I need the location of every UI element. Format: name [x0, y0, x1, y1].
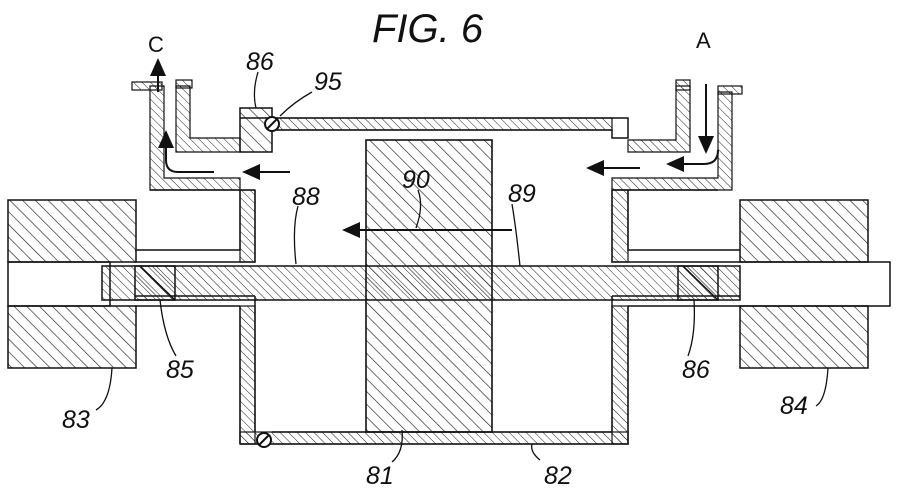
leader-lines [95, 71, 829, 463]
label-C: C [148, 32, 164, 57]
outlet-duct [131, 79, 241, 191]
label-A: A [696, 28, 711, 53]
seal-block-86 [239, 107, 273, 153]
bearing-86 [677, 265, 719, 301]
label-83: 83 [62, 406, 90, 434]
bearing-85 [134, 265, 176, 301]
label-84: 84 [780, 392, 808, 420]
label-90: 90 [402, 166, 430, 194]
rotor-81 [365, 139, 493, 433]
label-81: 81 [366, 462, 394, 490]
label-86-right: 86 [682, 356, 710, 384]
inlet-duct [611, 79, 743, 191]
label-86-top: 86 [246, 48, 274, 76]
flow-arrows [150, 58, 719, 238]
end-block-84 [739, 199, 869, 369]
label-82: 82 [544, 462, 572, 490]
label-89: 89 [508, 180, 536, 208]
label-88: 88 [292, 183, 320, 211]
label-95: 95 [314, 68, 342, 96]
end-block-83 [7, 199, 137, 369]
figure-title: FIG. 6 [372, 7, 484, 51]
housing-wall-hatch [239, 117, 629, 445]
label-85: 85 [166, 356, 194, 384]
